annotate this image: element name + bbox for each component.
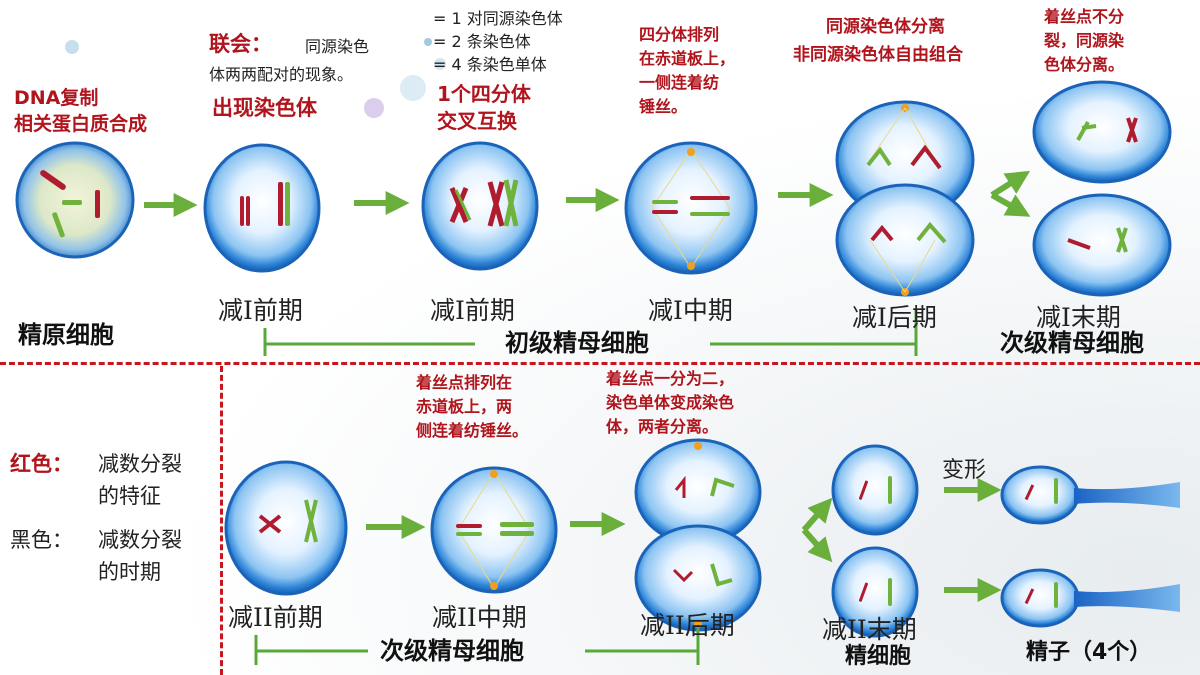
protein-synthesis-label: 相关蛋白质合成	[14, 113, 148, 135]
cell-telophase-2-top	[831, 444, 919, 536]
dna-replication-label: DNA复制	[14, 87, 99, 109]
cell-label-sperm: 精子（4个）	[1026, 640, 1152, 665]
divider-vertical	[220, 366, 223, 675]
phase-label-prophase2: 减II前期	[228, 603, 323, 632]
legend-red-text-2: 的特征	[98, 484, 161, 508]
decor-bubble	[65, 40, 79, 54]
tetrad-label: 1个四分体	[437, 82, 531, 106]
cell-label-secondary-spermatocyte: 次级精母细胞	[380, 637, 524, 665]
telophase1-note-1: 着丝点不分	[1044, 7, 1125, 26]
cell-label-spermatid: 精细胞	[845, 644, 912, 669]
telophase1-note-2: 裂，同源染	[1044, 31, 1125, 50]
legend-red-label: 红色：	[10, 452, 73, 476]
cell-anaphase-1	[835, 100, 975, 297]
cell-telophase-1-bottom	[1032, 193, 1172, 297]
cell-prophase-1b	[421, 141, 539, 271]
metaphase1-note-1: 四分体排列	[639, 25, 720, 44]
cell-label-secondary-spermatocyte-top: 次级精母细胞	[1000, 329, 1144, 357]
cell-prophase-2	[224, 460, 348, 596]
cell-telophase-1-top	[1032, 80, 1172, 184]
decor-bubble	[364, 98, 384, 118]
metaphase1-note-2: 在赤道板上，	[639, 49, 736, 68]
transform-label: 变形	[942, 458, 987, 483]
phase-label-telophase2: 减II末期	[822, 615, 917, 644]
cell-label-primary-spermatocyte: 初级精母细胞	[505, 329, 649, 357]
decor-bubble	[434, 58, 446, 70]
anaphase1-note-1: 同源染色体分离	[826, 17, 945, 37]
anaphase1-note-2: 非同源染色体自由组合	[793, 45, 963, 65]
decor-bubble	[400, 75, 426, 101]
phase-label-anaphase1: 减I后期	[852, 303, 937, 332]
legend-black-text-1: 减数分裂	[98, 528, 182, 552]
anaphase2-note-2: 染色单体变成染色	[606, 393, 735, 412]
bracket-primary	[263, 310, 918, 356]
tetrad-eq-1: = 1 对同源染色体	[433, 9, 563, 28]
synapsis-text-2: 体两两配对的现象。	[209, 65, 354, 84]
tetrad-eq-2: = 2 条染色体	[433, 32, 531, 51]
cell-anaphase-2	[634, 438, 762, 632]
cell-metaphase-2	[430, 466, 558, 594]
metaphase2-note-1: 着丝点排列在	[416, 373, 513, 392]
metaphase2-note-2: 赤道板上，两	[416, 397, 513, 416]
tetrad-eq-3: = 4 条染色单体	[433, 55, 547, 74]
metaphase2-note-3: 侧连着纺锤丝。	[416, 421, 529, 440]
top-arrows	[144, 170, 1031, 217]
metaphase1-note-4: 锤丝。	[639, 97, 688, 116]
divider-horizontal	[0, 362, 1200, 365]
telophase1-note-3: 色体分离。	[1044, 55, 1125, 74]
anaphase2-note-1: 着丝点一分为二，	[606, 369, 735, 388]
legend-black-text-2: 的时期	[98, 560, 161, 584]
sperm-top	[1000, 465, 1180, 525]
legend-red-text-1: 减数分裂	[98, 452, 182, 476]
phase-label-metaphase1: 减I中期	[648, 296, 733, 325]
phase-label-anaphase2: 减II后期	[640, 611, 735, 640]
phase-label-metaphase2: 减II中期	[432, 603, 527, 632]
cell-spermatogonium	[15, 141, 135, 259]
legend-black-label: 黑色：	[10, 528, 73, 552]
phase-label-prophase1b: 减I前期	[430, 296, 515, 325]
bracket-secondary	[254, 625, 700, 665]
phase-label-prophase1a: 减I前期	[218, 296, 303, 325]
bottom-arrows	[366, 478, 1002, 602]
metaphase1-note-3: 一侧连着纺	[639, 73, 720, 92]
anaphase2-note-3: 体，两者分离。	[606, 417, 719, 436]
cell-prophase-1a	[203, 143, 321, 273]
phase-label-telophase1: 减I末期	[1036, 303, 1121, 332]
decor-bubble	[424, 38, 432, 46]
crossing-over-label: 交叉互换	[437, 109, 517, 133]
chromosome-appear-label: 出现染色体	[212, 96, 317, 120]
cell-telophase-2-bottom	[831, 546, 919, 638]
synapsis-title: 联会：	[209, 32, 272, 56]
synapsis-text-1: 同源染色	[305, 37, 370, 56]
sperm-bottom	[1000, 568, 1180, 628]
cell-label-spermatogonium: 精原细胞	[18, 321, 114, 349]
cell-metaphase-1	[624, 141, 758, 275]
